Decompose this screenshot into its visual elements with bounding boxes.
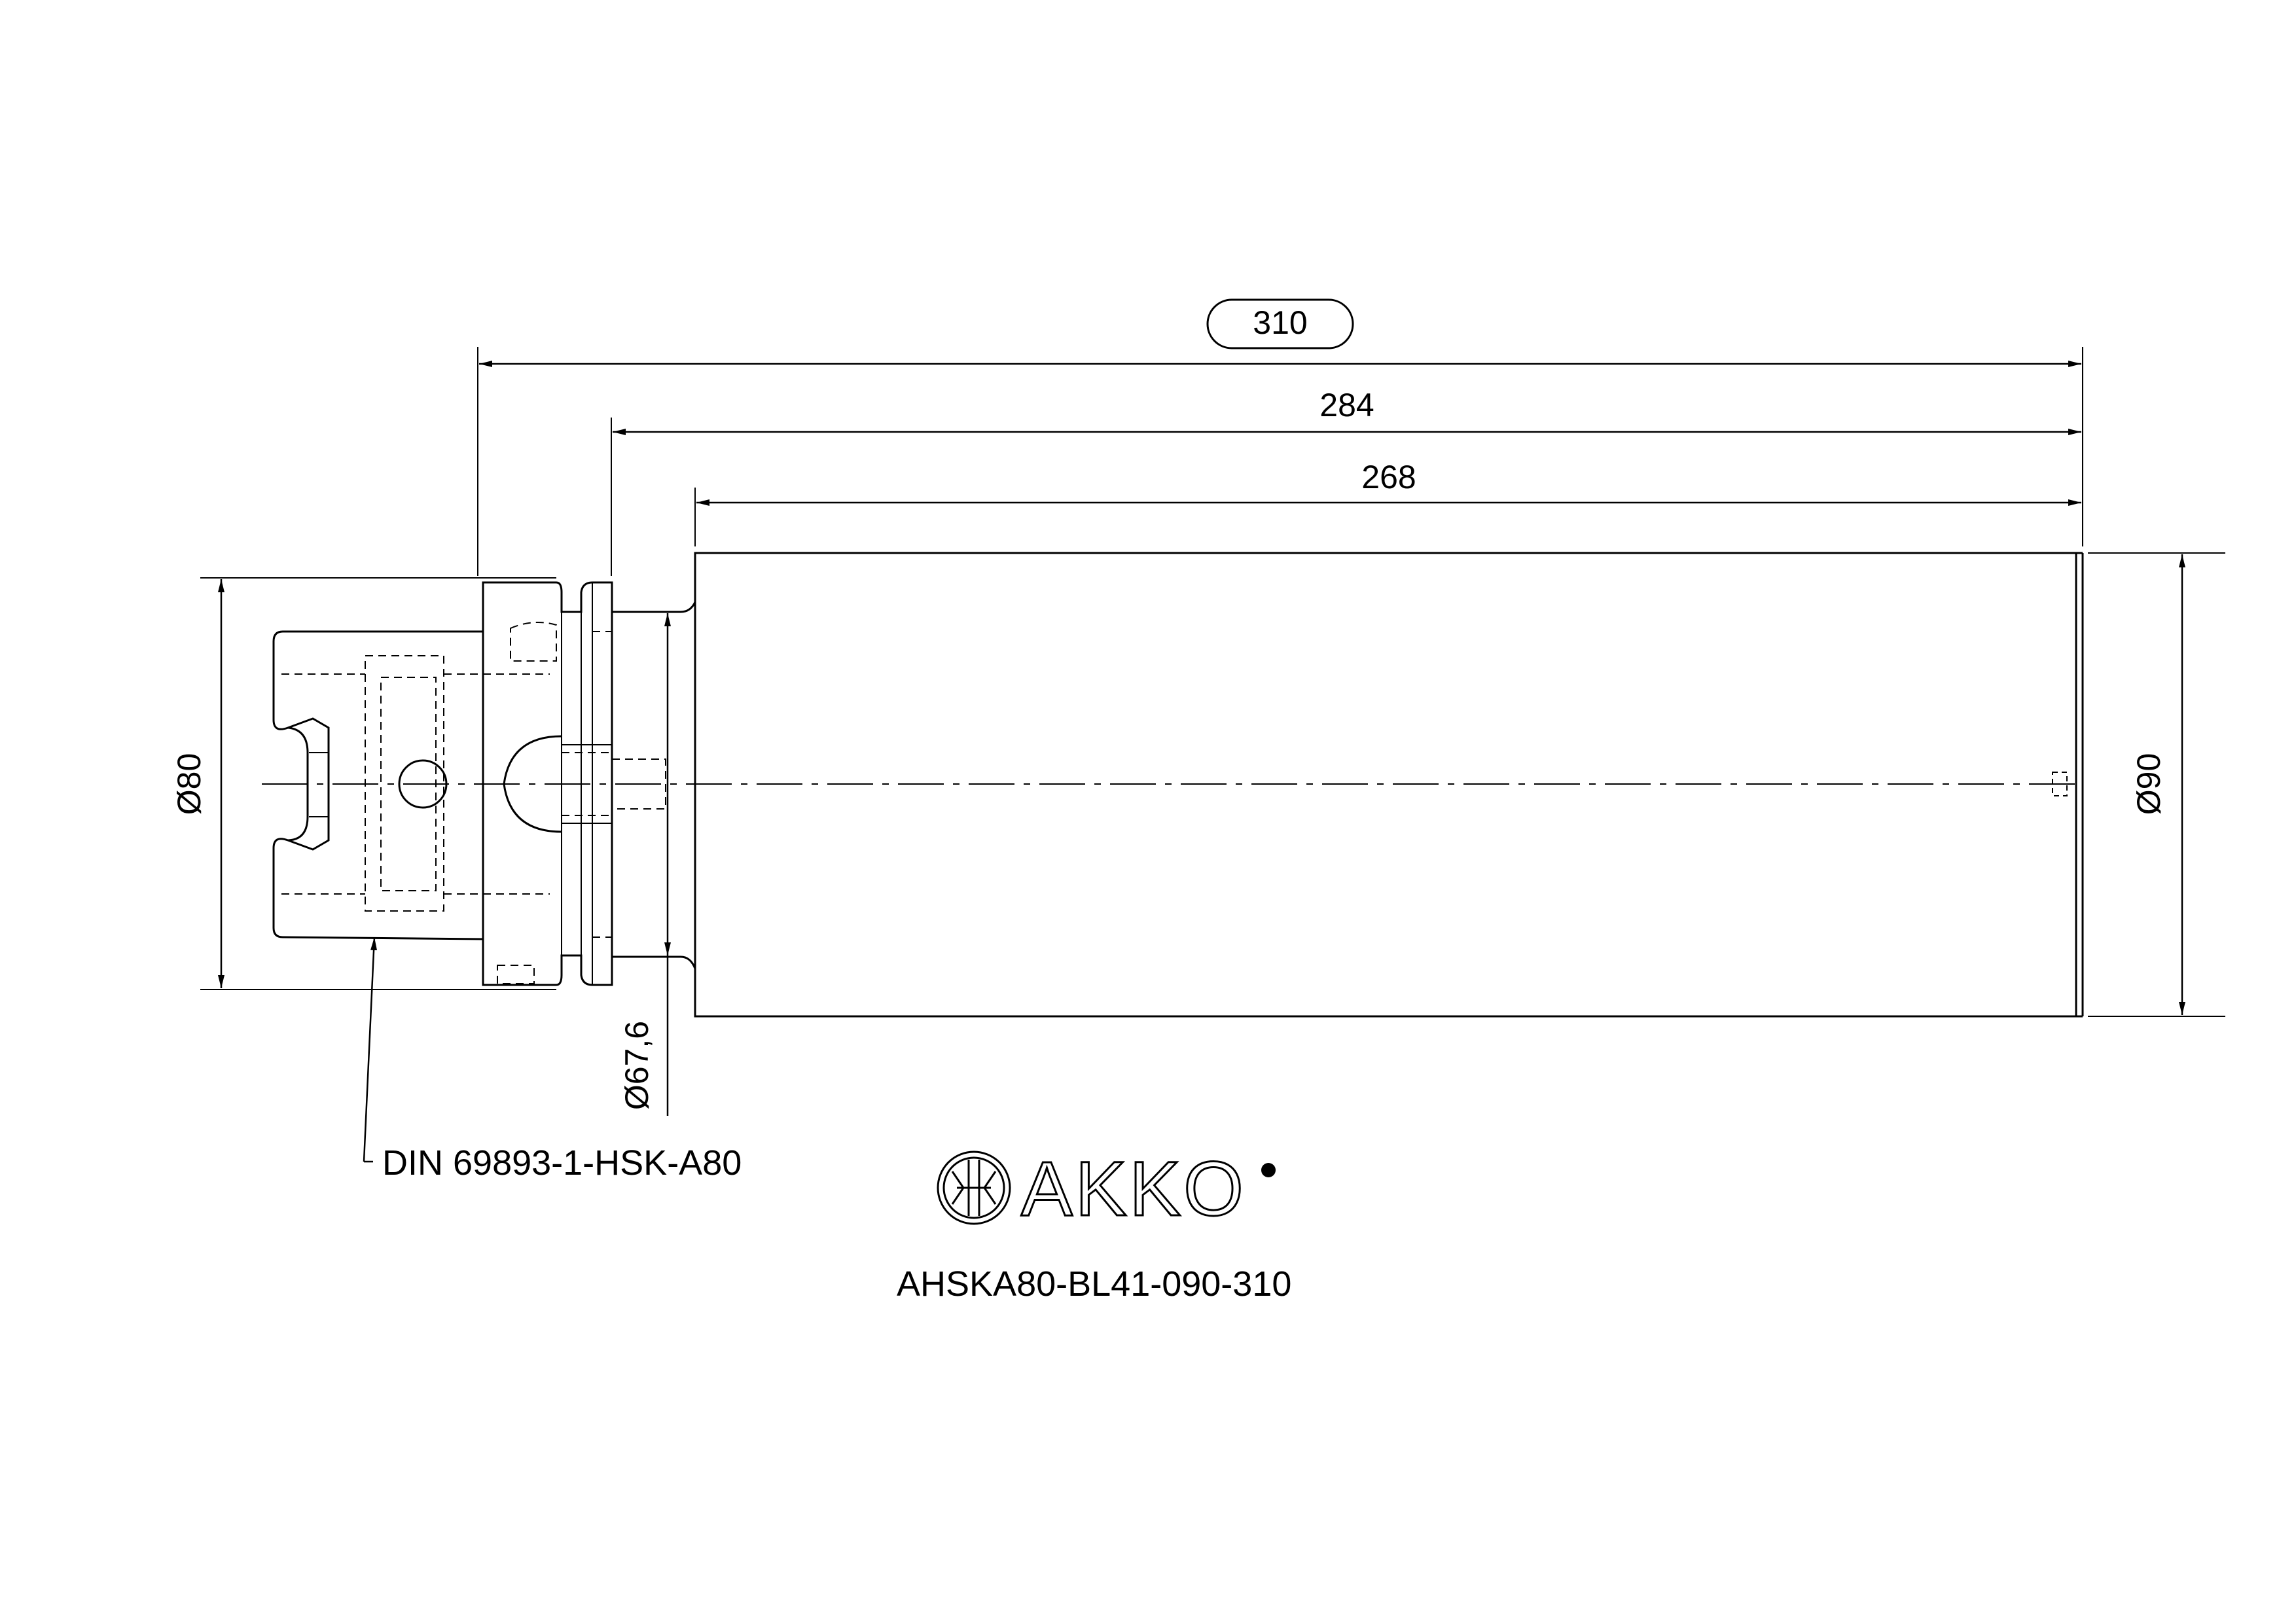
neck [611, 599, 696, 969]
main-body [694, 552, 2084, 1018]
registered-mark-icon [1261, 1163, 1276, 1177]
inspection-dimension-frame [1206, 298, 1354, 349]
akko-logo-icon [937, 1150, 1011, 1225]
flange [482, 581, 666, 986]
dim-284: 284 [1319, 387, 1374, 423]
akko-logo: AKKO [937, 1145, 1276, 1234]
hsk-taper-shank [272, 630, 550, 940]
dimension-lines [218, 361, 2185, 1116]
standard-leader [363, 936, 378, 1163]
standard-label: DIN 69893-1-HSK-A80 [382, 1143, 742, 1183]
dim-d80: Ø80 [171, 753, 207, 815]
dim-d67-6: Ø67,6 [619, 1021, 655, 1110]
extension-lines [200, 347, 2225, 1017]
dim-310: 310 [1253, 304, 1307, 341]
brand-name: AKKO [1021, 1146, 1246, 1232]
dim-d90: Ø90 [2130, 753, 2167, 815]
part-number: AHSKA80-BL41-090-310 [897, 1264, 1291, 1304]
drive-hole-icon [398, 759, 448, 809]
dim-268: 268 [1361, 459, 1416, 495]
